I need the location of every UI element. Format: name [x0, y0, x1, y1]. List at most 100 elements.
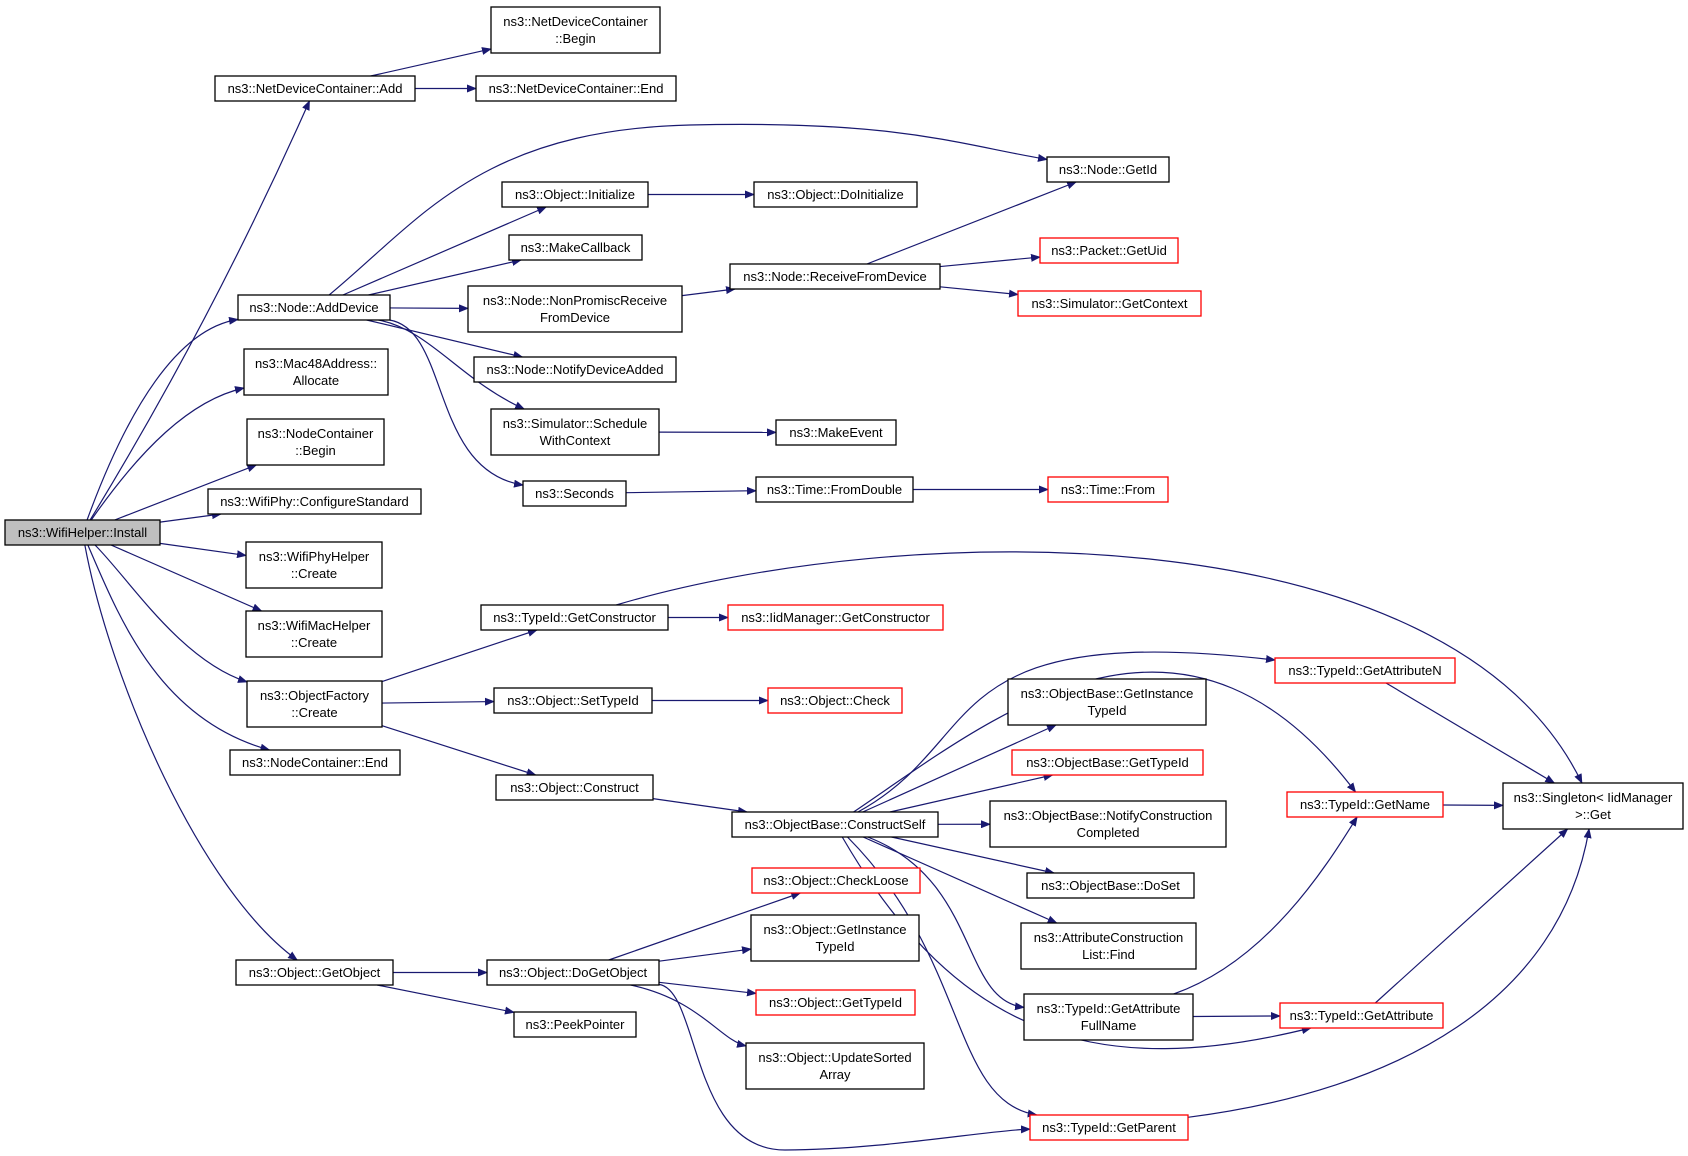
node-label: ns3::Object::GetInstance	[763, 922, 906, 937]
node-obj-getobject[interactable]: ns3::Object::GetObject	[235, 959, 394, 986]
edge-obj_dogetobject-to-obj_updatesorted	[630, 984, 747, 1048]
edge-node_recv-to-node_getid	[866, 181, 1078, 265]
node-box	[1020, 922, 1197, 970]
node-obj-settypeid[interactable]: ns3::Object::SetTypeId	[493, 687, 653, 714]
edge-obj_dogetobject-to-obj_getinsttypeid	[658, 946, 752, 962]
node-ob-gettypeid[interactable]: ns3::ObjectBase::GetTypeId	[1011, 749, 1204, 776]
node-obj-construct[interactable]: ns3::Object::Construct	[495, 774, 654, 801]
edge-typeid_getattrn-to-singleton_get	[1385, 682, 1556, 784]
node-obj-init[interactable]: ns3::Object::Initialize	[501, 181, 649, 208]
node-objfactory-create[interactable]: ns3::ObjectFactory::Create	[246, 680, 383, 728]
node-label: ::Begin	[555, 31, 595, 46]
node-box	[493, 687, 653, 714]
node-label: ns3::PeekPointer	[525, 1017, 625, 1032]
node-node-getid[interactable]: ns3::Node::GetId	[1046, 156, 1170, 183]
node-label: ns3::Object::Construct	[510, 780, 639, 795]
node-label: ns3::WifiPhyHelper	[259, 549, 370, 564]
node-install[interactable]: ns3::WifiHelper::Install	[4, 519, 161, 546]
node-box	[214, 75, 416, 102]
node-box	[467, 285, 683, 333]
node-typeid-getattr[interactable]: ns3::TypeId::GetAttribute	[1279, 1002, 1444, 1029]
node-box	[235, 959, 394, 986]
node-sim-getcontext[interactable]: ns3::Simulator::GetContext	[1017, 290, 1202, 317]
node-nc-end[interactable]: ns3::NodeContainer::End	[229, 749, 401, 776]
node-iidmgr-getctor[interactable]: ns3::IidManager::GetConstructor	[727, 604, 944, 631]
node-singleton-get[interactable]: ns3::Singleton< IidManager >::Get	[1502, 782, 1684, 830]
node-label: ns3::MakeEvent	[789, 425, 883, 440]
node-nc-begin[interactable]: ns3::NodeContainer::Begin	[246, 418, 385, 466]
node-packet-getuid[interactable]: ns3::Packet::GetUid	[1039, 237, 1179, 264]
node-box	[1274, 657, 1456, 684]
node-peekpointer[interactable]: ns3::PeekPointer	[513, 1011, 637, 1038]
node-makeevent[interactable]: ns3::MakeEvent	[775, 419, 897, 446]
node-box	[490, 6, 661, 54]
edge-objfactory_create-to-obj_construct	[381, 725, 537, 777]
node-wifiphy-config[interactable]: ns3::WifiPhy::ConfigureStandard	[207, 488, 422, 515]
node-wifimachelper-create[interactable]: ns3::WifiMacHelper::Create	[245, 610, 383, 658]
node-node-recv[interactable]: ns3::Node::ReceiveFromDevice	[729, 263, 941, 290]
node-label: ::Begin	[295, 443, 335, 458]
node-ndc-begin[interactable]: ns3::NetDeviceContainer::Begin	[490, 6, 661, 54]
node-typeid-getname[interactable]: ns3::TypeId::GetName	[1286, 791, 1444, 818]
node-obj-check[interactable]: ns3::Object::Check	[767, 687, 903, 714]
node-box	[1011, 749, 1204, 776]
node-label: ns3::Object::Check	[780, 693, 890, 708]
node-label: ns3::TypeId::GetParent	[1042, 1120, 1176, 1135]
node-box	[1502, 782, 1684, 830]
edge-install-to-objfactory_create	[94, 544, 248, 683]
node-label: ::Create	[291, 635, 337, 650]
node-box	[755, 989, 916, 1016]
node-obj-doinit[interactable]: ns3::Object::DoInitialize	[753, 181, 918, 208]
node-label: ns3::ObjectFactory	[260, 688, 370, 703]
node-obj-checkloose[interactable]: ns3::Object::CheckLoose	[751, 867, 921, 894]
edge-install-to-ndc_add	[89, 100, 311, 521]
node-obj-gettypeid[interactable]: ns3::Object::GetTypeId	[755, 989, 916, 1016]
node-typeid-getparent[interactable]: ns3::TypeId::GetParent	[1029, 1114, 1189, 1141]
node-ndc-add[interactable]: ns3::NetDeviceContainer::Add	[214, 75, 416, 102]
node-box	[473, 356, 677, 383]
edge-typeid_getattrfull-to-typeid_getattr	[1192, 1012, 1281, 1021]
node-label: List::Find	[1082, 947, 1135, 962]
node-time-fromdouble[interactable]: ns3::Time::FromDouble	[755, 476, 914, 503]
node-obj-dogetobject[interactable]: ns3::Object::DoGetObject	[486, 959, 660, 986]
node-box	[490, 408, 660, 456]
node-box	[475, 75, 677, 102]
node-mac48-alloc[interactable]: ns3::Mac48Address::Allocate	[243, 348, 389, 396]
node-box	[1026, 872, 1195, 899]
node-typeid-getctor[interactable]: ns3::TypeId::GetConstructor	[480, 604, 669, 631]
node-label: ns3::NodeContainer::End	[242, 755, 388, 770]
node-seconds[interactable]: ns3::Seconds	[522, 480, 627, 507]
node-ob-doset[interactable]: ns3::ObjectBase::DoSet	[1026, 872, 1195, 899]
node-box	[246, 418, 385, 466]
node-box	[245, 610, 383, 658]
node-box	[522, 480, 627, 507]
node-box	[246, 680, 383, 728]
node-label: Array	[819, 1067, 851, 1082]
edge-install-to-obj_getobject	[84, 544, 298, 961]
node-box	[775, 419, 897, 446]
node-node-notify[interactable]: ns3::Node::NotifyDeviceAdded	[473, 356, 677, 383]
edge-obj_dogetobject-to-typeid_getparent	[658, 983, 1031, 1151]
node-ob-constructself[interactable]: ns3::ObjectBase::ConstructSelf	[731, 811, 939, 838]
edge-ob_constructself-to-ob_gettypeid	[889, 773, 1054, 813]
node-ob-notifyconstr[interactable]: ns3::ObjectBase::NotifyConstructionCompl…	[989, 800, 1227, 848]
node-label: ns3::Object::GetTypeId	[769, 995, 902, 1010]
node-makecallback[interactable]: ns3::MakeCallback	[508, 234, 643, 261]
node-time-from[interactable]: ns3::Time::From	[1047, 476, 1169, 503]
node-box	[486, 959, 660, 986]
node-label: Allocate	[293, 373, 339, 388]
node-box	[753, 181, 918, 208]
node-node-adddevice[interactable]: ns3::Node::AddDevice	[237, 294, 391, 321]
node-wifiphyhelper-create[interactable]: ns3::WifiPhyHelper::Create	[245, 541, 383, 589]
node-label: ns3::Node::ReceiveFromDevice	[743, 269, 927, 284]
node-typeid-getattrn[interactable]: ns3::TypeId::GetAttributeN	[1274, 657, 1456, 684]
edge-install-to-wifiphyhelper_create	[159, 542, 247, 559]
node-ndc-end[interactable]: ns3::NetDeviceContainer::End	[475, 75, 677, 102]
